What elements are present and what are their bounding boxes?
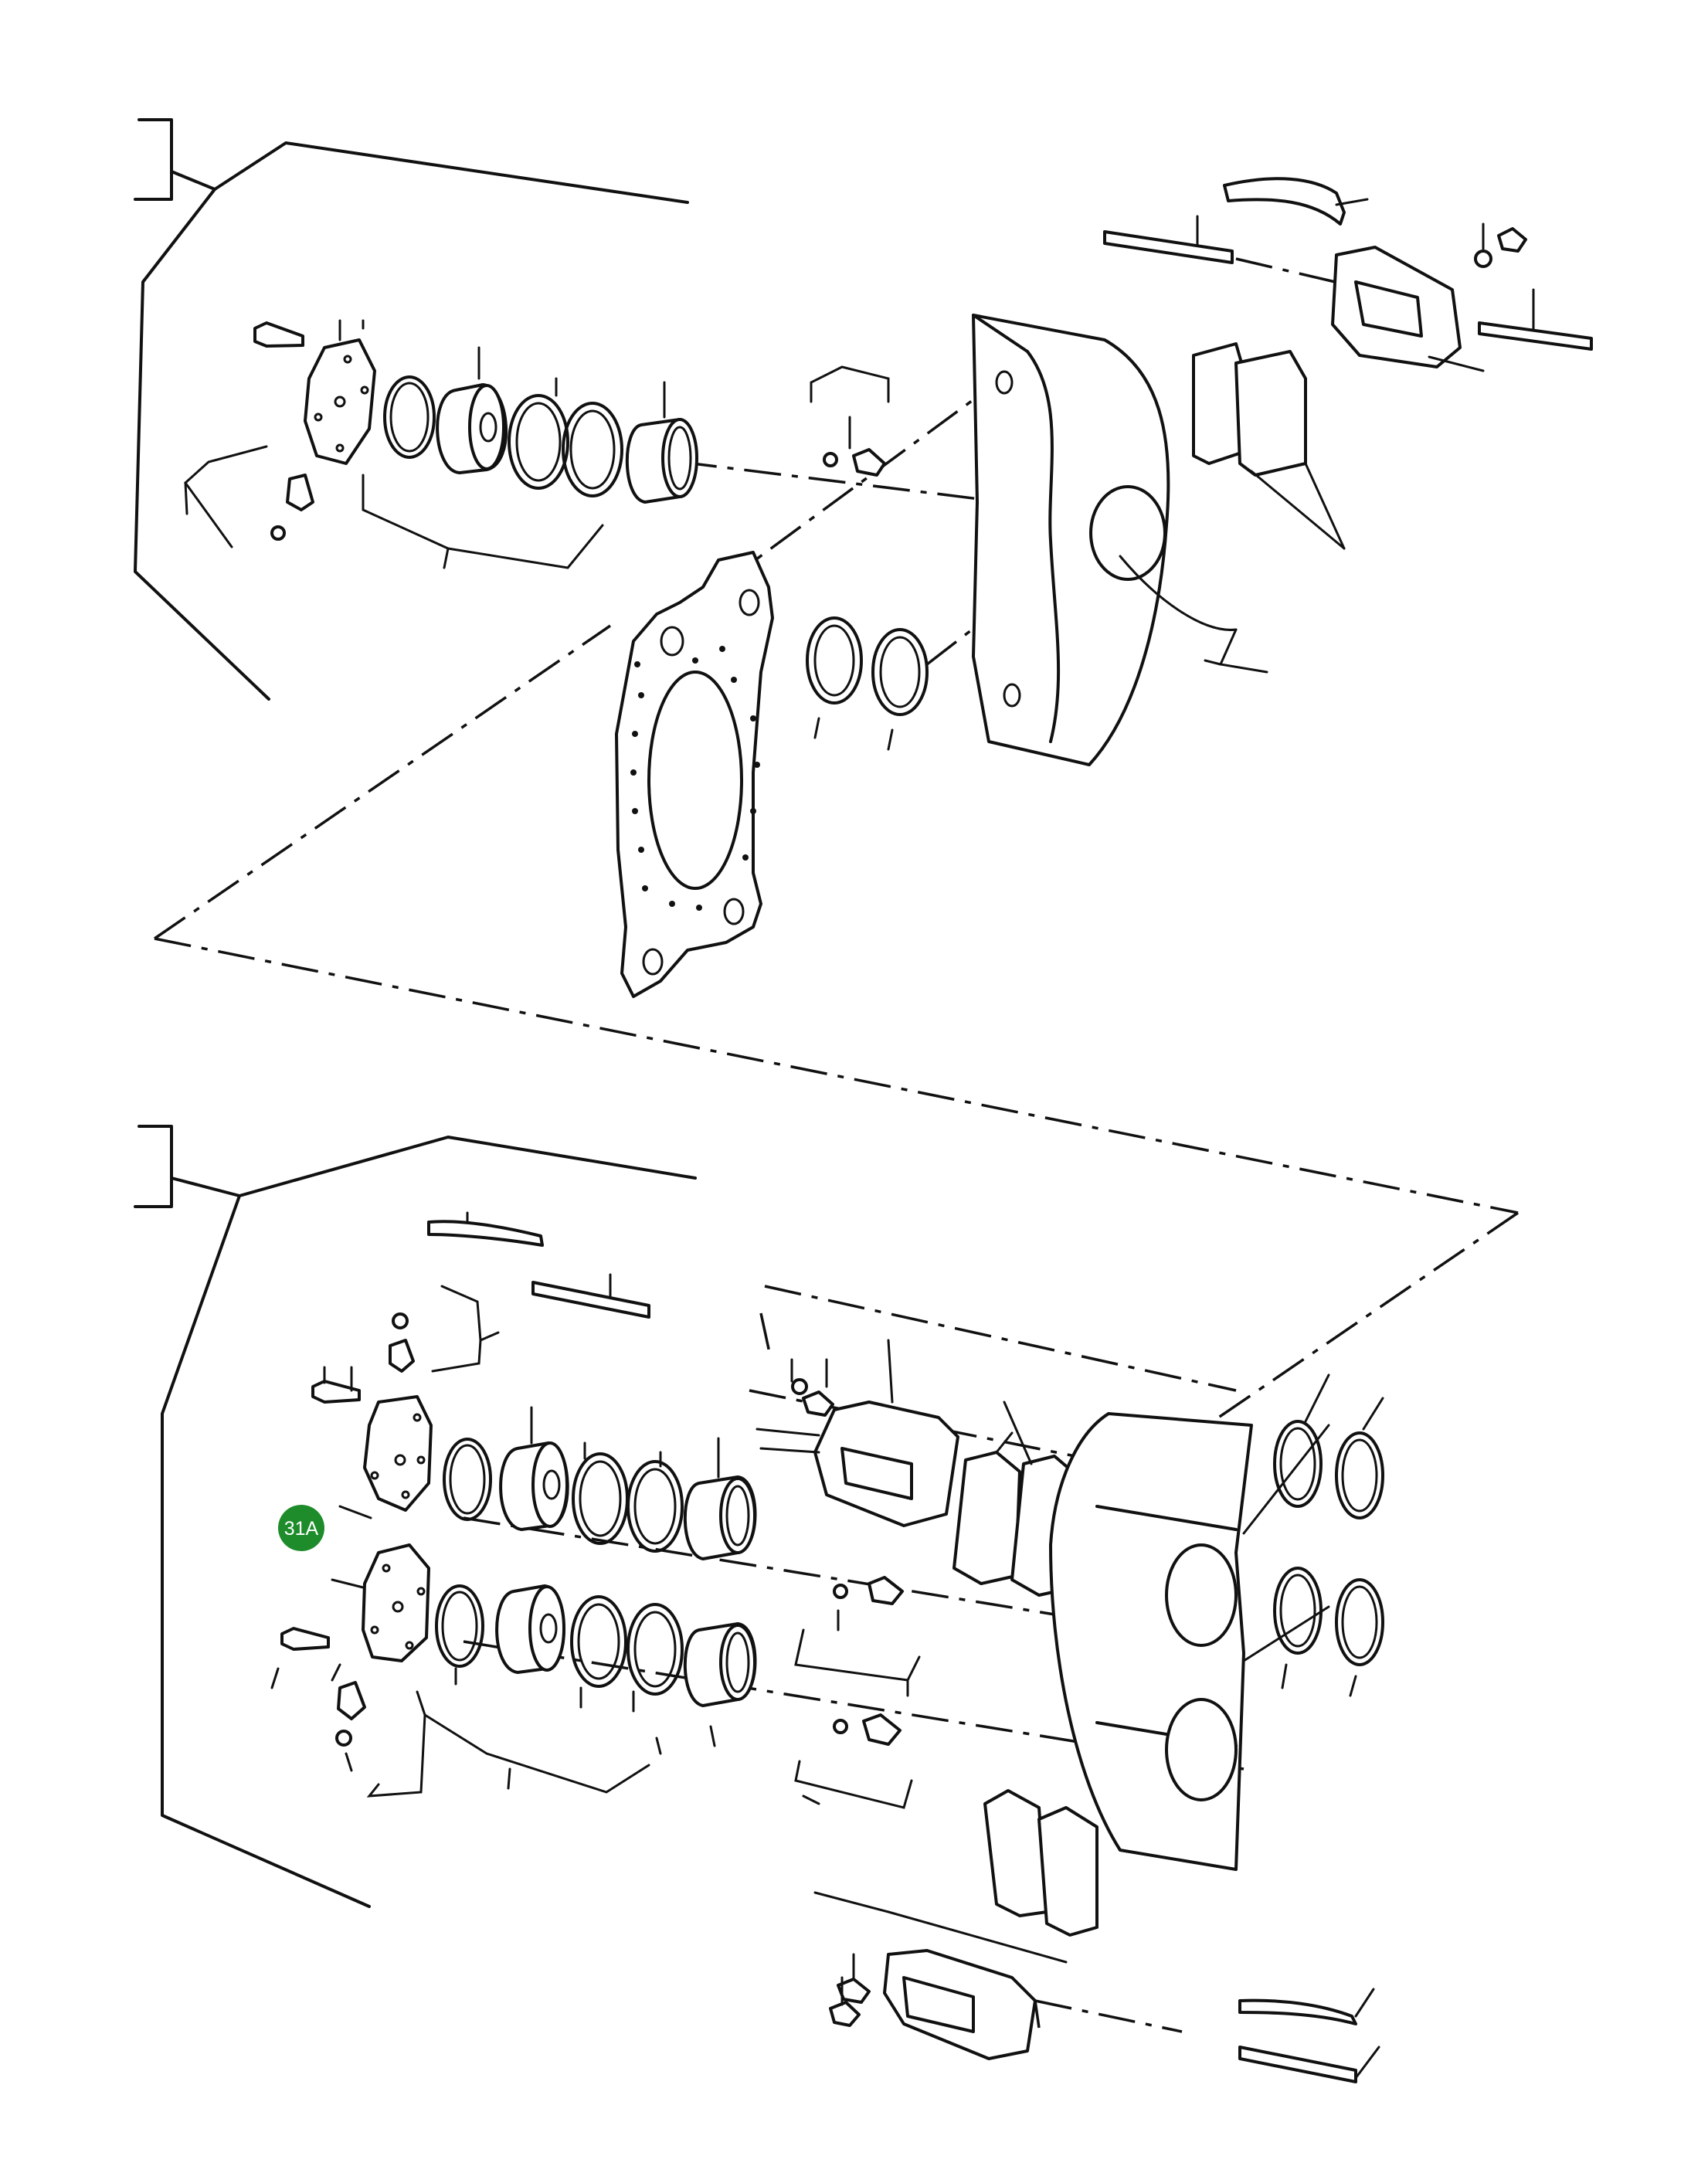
top-dashed-line-left — [154, 624, 611, 940]
bottom-access-cover-bolt-1 — [802, 1390, 834, 1417]
top-bleeder-screw — [286, 474, 314, 511]
top-seal-ring-1 — [383, 375, 436, 459]
bottom-caliper-piston-bore-1 — [1165, 1543, 1238, 1647]
bottom-brake-pad-1 — [952, 1451, 1021, 1585]
top-dashed-axis-1 — [679, 460, 1005, 504]
top-dashed-retainer — [1235, 257, 1353, 287]
top-leader-line — [170, 141, 689, 204]
bottom-bleeder-screw-2 — [337, 1681, 366, 1720]
bottom-pad-pin-1 — [531, 1281, 650, 1319]
callout-31A-label: 31A — [284, 1518, 319, 1540]
top-brake-pad-2 — [1234, 350, 1307, 477]
bottom-caliper-housing — [1049, 1412, 1253, 1871]
bottom-pad-retainer-spring — [427, 1220, 544, 1247]
top-bleeder-valve — [852, 448, 886, 477]
top-caliper-housing — [972, 314, 1170, 766]
bottom-seal-ring-6 — [626, 1603, 684, 1696]
top-pad-pin-2 — [1478, 321, 1593, 351]
top-seal-ring-5 — [871, 628, 929, 716]
bottom-seal-ring-5 — [570, 1595, 627, 1688]
bottom-leader-line — [170, 1136, 697, 1197]
top-cover-bolt — [253, 321, 304, 348]
bottom-seal-ring-8 — [1335, 1431, 1384, 1519]
top-seal-ring-4 — [806, 616, 863, 705]
top-pad-pin-1 — [1103, 230, 1234, 264]
bottom-pad-retainer-spring-2 — [1238, 1998, 1357, 2025]
top-bracket — [134, 118, 173, 201]
bottom-seal-ring-4 — [435, 1584, 484, 1668]
top-caliper-assembly — [134, 118, 1593, 1214]
bottom-brake-pad-4 — [1037, 1806, 1098, 1937]
top-access-cover-bolt — [1497, 227, 1527, 253]
top-bracket-bolt-holes — [630, 646, 760, 911]
bottom-bleeder-valve-1 — [868, 1576, 904, 1605]
bottom-caliper-piston-bore-2 — [1165, 1698, 1238, 1801]
bottom-cover-plate-upper — [363, 1395, 433, 1512]
callout-31A[interactable]: 31A — [278, 1505, 324, 1551]
bottom-seal-ring-1 — [443, 1438, 492, 1521]
bottom-bleeder-screw-1 — [389, 1339, 415, 1373]
top-outline-line — [134, 188, 270, 701]
bottom-seal-ring-10 — [1335, 1578, 1384, 1666]
top-dashed-line-bottom — [154, 937, 1519, 1214]
bottom-brake-pad-3 — [983, 1789, 1048, 1917]
bottom-bleeder-valve-2 — [862, 1713, 902, 1746]
top-caliper-piston-bore — [1089, 485, 1166, 581]
bottom-seal-ring-7 — [1273, 1420, 1323, 1508]
bottom-cover-bolt-lower — [280, 1627, 330, 1651]
top-seal-ring-2 — [508, 394, 569, 490]
bottom-seal-ring-3 — [626, 1460, 684, 1553]
top-pad-retainer-spring — [1223, 177, 1346, 226]
bottom-pad-pin-2 — [1238, 2046, 1357, 2083]
bottom-access-cover-bolt-3 — [829, 2001, 861, 2027]
bottom-outline-line — [161, 1194, 371, 1908]
bottom-caliper-assembly: 31A — [134, 1125, 1519, 2083]
bottom-dashed-outline — [1212, 1211, 1519, 1423]
top-seal-ring-3 — [562, 402, 623, 497]
bottom-seal-ring-9 — [1273, 1567, 1323, 1655]
bottom-bracket — [134, 1125, 173, 1208]
